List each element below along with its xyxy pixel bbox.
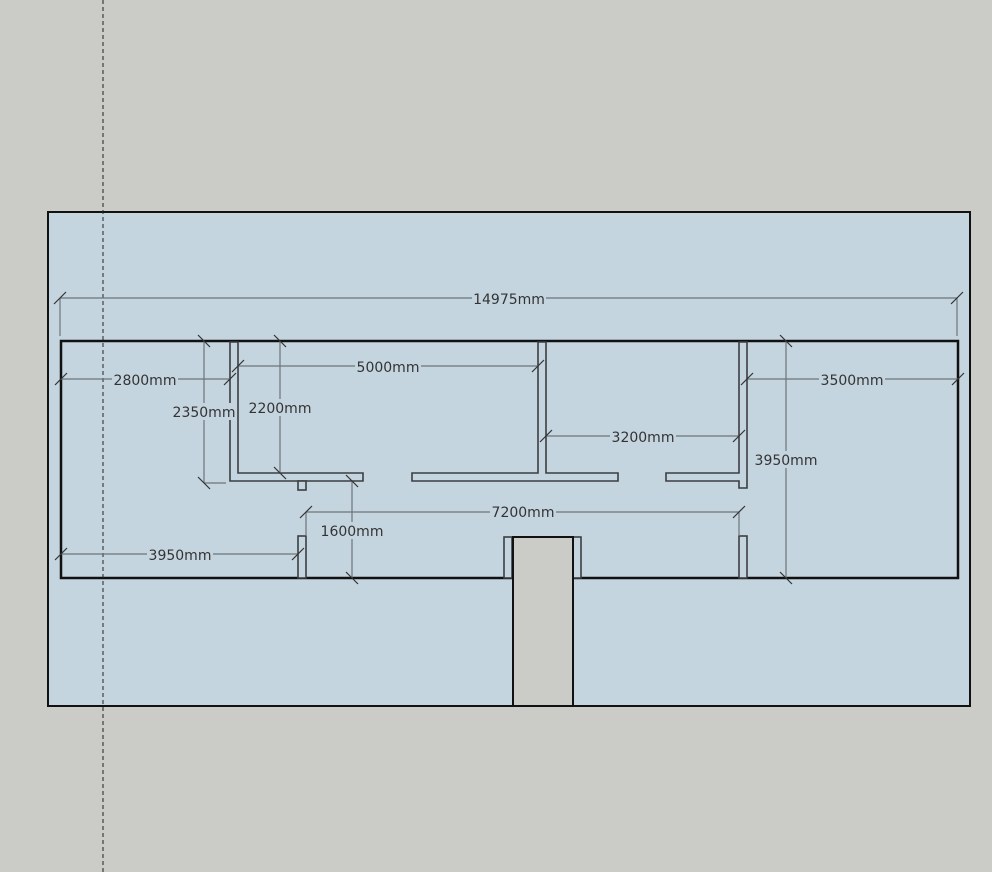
dim-corridor-width[interactable]: 7200mm	[299, 504, 746, 536]
dim-label: 3500mm	[821, 373, 884, 389]
dim-label: 2200mm	[249, 401, 312, 417]
dim-corridor-depth[interactable]: 1600mm	[319, 474, 385, 585]
dim-label: 14975mm	[473, 292, 545, 308]
dim-top-room-width[interactable]: 5000mm	[231, 358, 545, 376]
dim-label: 3950mm	[755, 453, 818, 469]
dim-right-room-width[interactable]: 3500mm	[740, 371, 965, 389]
dim-label: 7200mm	[492, 505, 555, 521]
dim-overall-width[interactable]: 14975mm	[53, 290, 964, 336]
dim-lower-left-width[interactable]: 3950mm	[54, 546, 305, 564]
dim-room-depth[interactable]: 2200mm	[248, 334, 312, 480]
dim-left-room-width[interactable]: 2800mm	[54, 371, 237, 389]
dim-label: 3200mm	[612, 430, 675, 446]
dim-label: 5000mm	[357, 360, 420, 376]
dim-label: 3950mm	[149, 548, 212, 564]
dim-left-wall-height[interactable]: 2350mm	[172, 334, 236, 490]
wall-stub	[297, 480, 307, 491]
ground-plane	[47, 211, 971, 707]
dim-label: 2350mm	[173, 405, 236, 421]
dim-middle-room-width[interactable]: 3200mm	[539, 428, 746, 446]
wall-lower-right	[738, 535, 748, 579]
wall-right-room	[665, 341, 748, 489]
door-jamb-right	[572, 536, 582, 579]
wall-t-center	[411, 341, 619, 482]
door-jamb-left	[503, 536, 513, 579]
dim-label: 2800mm	[114, 373, 177, 389]
dim-label: 1600mm	[321, 524, 384, 540]
wall-left-room	[229, 341, 364, 482]
dim-right-height[interactable]: 3950mm	[754, 334, 820, 585]
wall-lower-left	[297, 535, 307, 579]
entrance-passage	[512, 536, 574, 707]
